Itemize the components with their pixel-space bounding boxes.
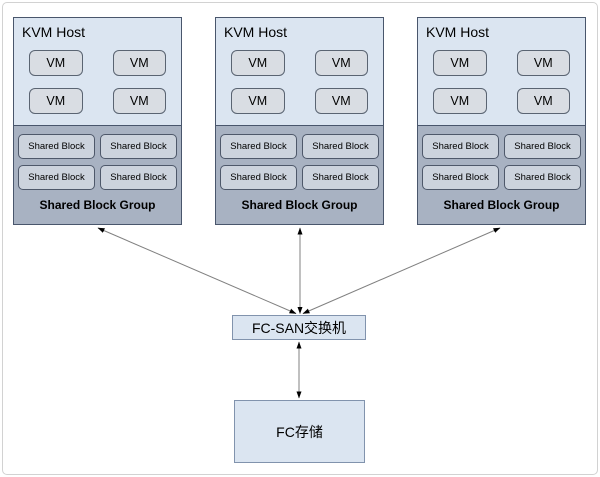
shared-block-box: Shared Block — [18, 165, 95, 190]
kvm-host-3-vm-area: KVM Host VM VM VM VM — [418, 18, 585, 125]
shared-block-box: Shared Block — [422, 134, 499, 159]
shared-block-grid: Shared Block Shared Block Shared Block S… — [18, 134, 177, 190]
vm-box: VM — [112, 88, 166, 114]
shared-block-box: Shared Block — [504, 165, 581, 190]
vm-box: VM — [29, 88, 83, 114]
kvm-host-2-vm-area: KVM Host VM VM VM VM — [216, 18, 383, 125]
shared-block-group-2: Shared Block Shared Block Shared Block S… — [216, 125, 383, 224]
shared-block-box: Shared Block — [302, 165, 379, 190]
shared-block-box: Shared Block — [100, 165, 177, 190]
vm-box: VM — [516, 50, 570, 76]
vm-box: VM — [433, 50, 487, 76]
shared-block-box: Shared Block — [220, 134, 297, 159]
shared-block-grid: Shared Block Shared Block Shared Block S… — [220, 134, 379, 190]
fc-storage-node: FC存储 — [234, 400, 365, 463]
shared-block-box: Shared Block — [422, 165, 499, 190]
fc-storage-label: FC存储 — [276, 423, 323, 440]
vm-box: VM — [516, 88, 570, 114]
shared-block-group-label: Shared Block Group — [241, 198, 358, 212]
vm-box: VM — [231, 88, 285, 114]
shared-block-group-label: Shared Block Group — [443, 198, 560, 212]
vm-box: VM — [314, 88, 368, 114]
shared-block-group-3: Shared Block Shared Block Shared Block S… — [418, 125, 585, 224]
vm-box: VM — [433, 88, 487, 114]
shared-block-box: Shared Block — [100, 134, 177, 159]
shared-block-box: Shared Block — [220, 165, 297, 190]
shared-block-box: Shared Block — [504, 134, 581, 159]
fc-san-switch-label: FC-SAN交换机 — [251, 319, 347, 336]
shared-block-group-label: Shared Block Group — [39, 198, 156, 212]
kvm-host-2: KVM Host VM VM VM VM Shared Block Shared… — [215, 17, 384, 225]
vm-box: VM — [29, 50, 83, 76]
vm-box: VM — [231, 50, 285, 76]
vm-grid: VM VM VM VM — [426, 41, 577, 114]
kvm-host-1: KVM Host VM VM VM VM Shared Block Shared… — [13, 17, 182, 225]
shared-block-box: Shared Block — [18, 134, 95, 159]
vm-grid: VM VM VM VM — [22, 41, 173, 114]
kvm-host-1-title: KVM Host — [22, 24, 86, 40]
kvm-host-3: KVM Host VM VM VM VM Shared Block Shared… — [417, 17, 586, 225]
shared-block-grid: Shared Block Shared Block Shared Block S… — [422, 134, 581, 190]
vm-box: VM — [112, 50, 166, 76]
kvm-host-3-title: KVM Host — [426, 24, 490, 40]
shared-block-box: Shared Block — [302, 134, 379, 159]
fc-san-switch-node: FC-SAN交换机 — [232, 315, 366, 340]
shared-block-group-1: Shared Block Shared Block Shared Block S… — [14, 125, 181, 224]
kvm-host-2-title: KVM Host — [224, 24, 288, 40]
vm-grid: VM VM VM VM — [224, 41, 375, 114]
vm-box: VM — [314, 50, 368, 76]
kvm-host-1-vm-area: KVM Host VM VM VM VM — [14, 18, 181, 125]
